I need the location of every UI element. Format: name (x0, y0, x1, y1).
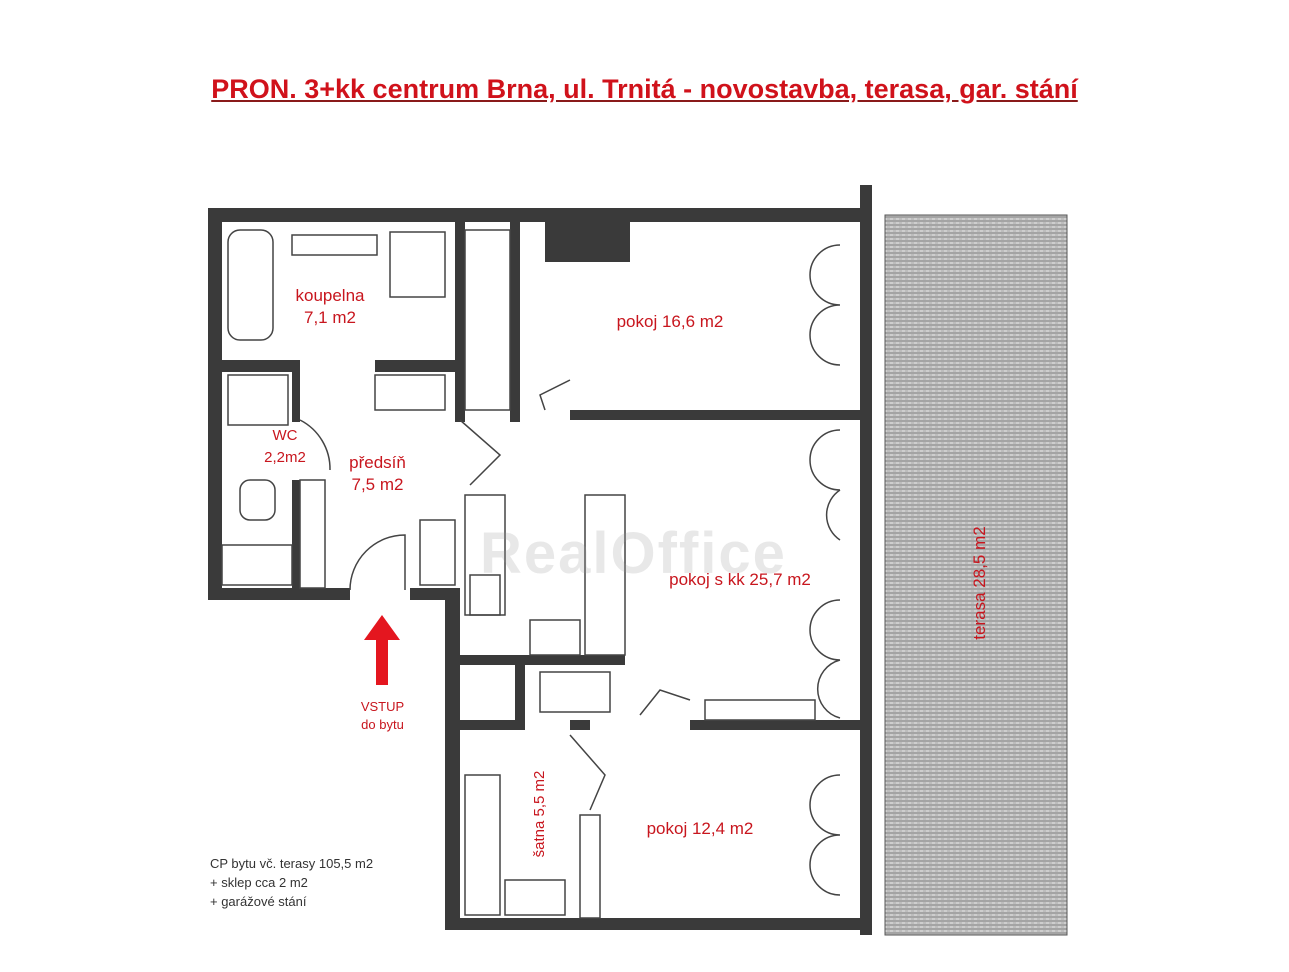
watermark: RealOffice (480, 521, 787, 586)
shower (389, 231, 446, 298)
fixtures (221, 229, 841, 919)
satna-shelves (464, 774, 501, 916)
listing-title: PRON. 3+kk centrum Brna, ul. Trnitá - no… (211, 74, 1078, 104)
wardrobe (464, 229, 511, 411)
room-name: koupelna (295, 286, 365, 305)
room-predsin: předsíň 7,5 m2 (330, 452, 425, 496)
note-line: CP bytu vč. terasy 105,5 m2 (210, 856, 374, 871)
room-area: 2,2m2 (264, 449, 306, 466)
entrance-label-line2: do bytu (361, 717, 404, 732)
entrance-arrow-icon (364, 615, 400, 685)
sink (291, 234, 378, 256)
area-notes: CP bytu vč. terasy 105,5 m2 + sklep cca … (210, 854, 373, 911)
room-pokoj-kk: pokoj s kk 25,7 m2 (669, 570, 811, 589)
walls (208, 185, 872, 935)
room-name: předsíň (349, 453, 406, 472)
room-pokoj-16: pokoj 16,6 m2 (616, 312, 724, 331)
room-wc: WC 2,2m2 (255, 425, 315, 469)
cooktop (469, 574, 501, 616)
entrance-label-line1: VSTUP (360, 699, 405, 714)
room-name: WC (272, 427, 298, 444)
room-pokoj-12: pokoj 12,4 m2 (646, 819, 754, 838)
kitchen-island (584, 494, 626, 656)
bathtub (227, 229, 274, 341)
note-line: + garážové stání (210, 894, 307, 909)
room-satna: šatna 5,5 m2 (531, 770, 548, 858)
room-area: 7,5 m2 (351, 475, 404, 494)
room-koupelna: koupelna 7,1 m2 (285, 285, 375, 329)
room-terasa: terasa 28,5 m2 (970, 526, 989, 640)
room-area: 7,1 m2 (304, 308, 356, 327)
entrance-label: VSTUP do bytu (340, 698, 425, 734)
toilet (239, 479, 276, 521)
kitchen-sink (529, 619, 581, 656)
note-line: + sklep cca 2 m2 (210, 875, 308, 890)
terrace (884, 214, 1068, 936)
entry-door (349, 534, 406, 591)
